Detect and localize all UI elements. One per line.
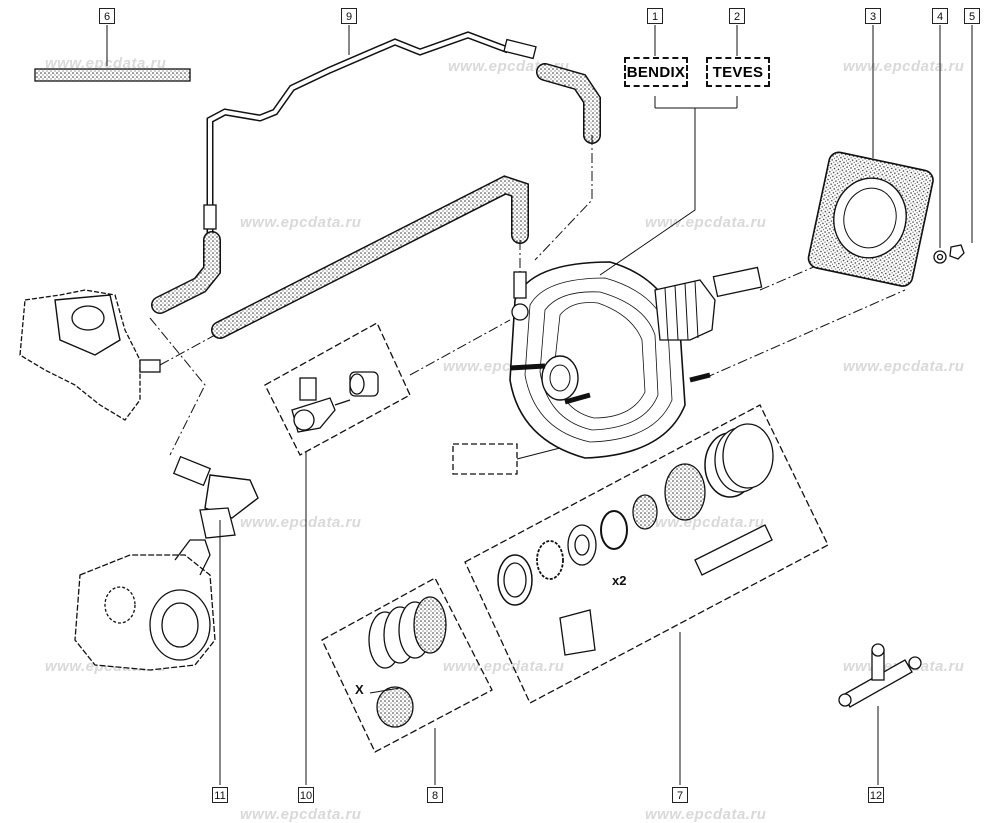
callout-5: 5 [964,8,980,24]
hose-strip [34,68,191,82]
vacuum-pump [74,539,216,671]
washer [933,250,947,264]
brake-booster [509,261,763,459]
engine-housing-top [19,289,161,421]
callout-8: 8 [427,787,443,803]
grommet [349,371,379,397]
hose-elbow-left [152,232,220,313]
watermark: www.epcdata.ru [843,358,965,375]
watermark: www.epcdata.ru [645,214,767,231]
callout-11: 11 [212,787,228,803]
long-hose [212,176,528,338]
watermark: www.epcdata.ru [240,214,362,231]
watermark: www.epcdata.ru [645,806,767,823]
callout-6: 6 [99,8,115,24]
gasket-plate [807,151,934,287]
filter-assembly [368,596,447,728]
t-connector [838,643,922,708]
check-valve [291,377,351,433]
callout-7: 7 [672,787,688,803]
nut [949,244,965,260]
brand-teves: TEVES [706,57,770,87]
callout-1: 1 [647,8,663,24]
callout-9: 9 [341,8,357,24]
watermark: www.epcdata.ru [443,658,565,675]
watermark: www.epcdata.ru [240,514,362,531]
hose-elbow [537,64,600,143]
callout-12: 12 [868,787,884,803]
callout-2: 2 [729,8,745,24]
quantity-label: x2 [612,573,627,588]
seal-kit [497,423,774,656]
watermark: www.epcdata.ru [240,806,362,823]
callout-3: 3 [865,8,881,24]
callout-4: 4 [932,8,948,24]
elbow-connector [172,455,259,539]
watermark: www.epcdata.ru [45,55,167,72]
callout-10: 10 [298,787,314,803]
watermark: www.epcdata.ru [643,514,765,531]
dimension-label: X [355,682,364,697]
brand-bendix: BENDIX [624,57,688,87]
